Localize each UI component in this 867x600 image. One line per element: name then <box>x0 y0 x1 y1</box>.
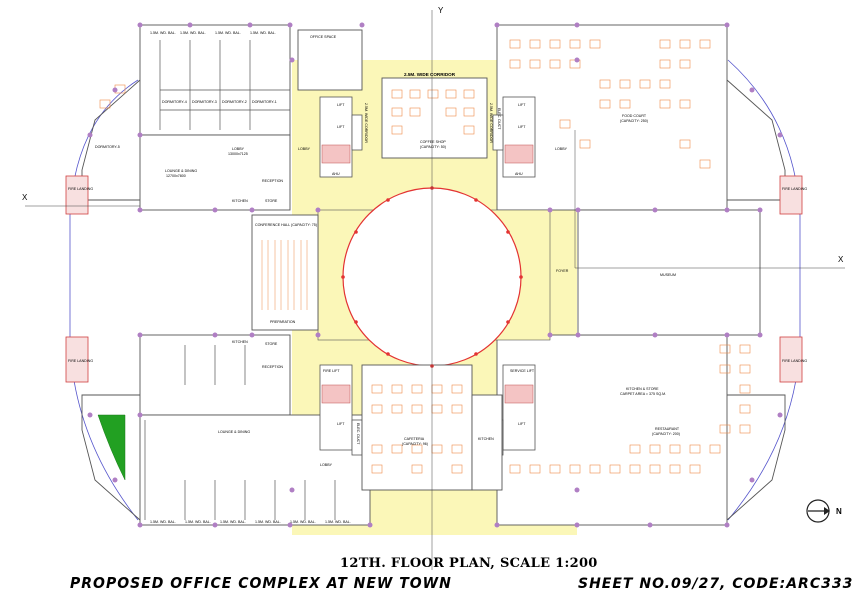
label-bal-2: 1.5M. WD. BAL. <box>180 31 206 35</box>
label-lift5: LIFT <box>337 422 345 426</box>
label-reception-nw: RECEPTION <box>262 179 283 183</box>
label-coffee-cap: (CAPACITY: 50) <box>420 145 446 149</box>
label-service-lift: SERVICE LIFT <box>510 369 535 373</box>
label-foyer: FOYER <box>556 269 569 273</box>
label-bal-9: 1.5M. WD. BAL. <box>290 520 316 524</box>
label-bal-8: 1.5M. WD. BAL. <box>255 520 281 524</box>
label-fire-landing-1: FIRE LANDING <box>68 187 93 191</box>
label-lounge-nw-dim: 12700x7800 <box>166 174 186 178</box>
label-fire-landing-2: FIRE LANDING <box>68 359 93 363</box>
label-elec-duct-n: ELEC. DUCT <box>497 108 501 130</box>
label-kitchen-store-se: KITCHEN & STORE <box>626 387 659 391</box>
label-office-space: OFFICE SPACE <box>310 35 337 39</box>
label-cafeteria: CAFETERIA <box>404 437 425 441</box>
label-fire-lift: FIRE LIFT <box>323 369 340 373</box>
label-reception-sw: RECEPTION <box>262 365 283 369</box>
label-lift3: LIFT <box>337 125 345 129</box>
label-bal-1: 1.5M. WD. BAL. <box>150 31 176 35</box>
axis-y-top: Y <box>438 6 444 15</box>
label-fire-landing-4: FIRE LANDING <box>782 359 807 363</box>
label-bal-5: 1.5M. WD. BAL. <box>150 520 176 524</box>
fire-landings <box>65 175 803 383</box>
label-restaurant-cap: (CAPACITY: 200) <box>652 432 680 436</box>
label-lobby-nw-dim: 13000x7125 <box>228 152 248 156</box>
label-dorm1: DORMITORY-1 <box>252 100 277 104</box>
north-arrow-icon <box>806 499 830 523</box>
label-bal-4: 1.5M. WD. BAL. <box>250 31 276 35</box>
label-carpet-area: CARPET AREA = 375 SQ.M. <box>620 392 666 396</box>
label-lobby-sw: LOBBY <box>320 463 333 467</box>
label-museum: MUSEUM <box>660 273 676 277</box>
sheet-number: SHEET NO.09/27, CODE:ARC333 <box>578 576 854 592</box>
coffee-shop-block <box>381 77 488 159</box>
museum <box>577 209 761 336</box>
label-kitchen-c: KITCHEN <box>478 437 494 441</box>
columns <box>87 22 783 528</box>
label-bal-6: 1.5M. WD. BAL. <box>185 520 211 524</box>
label-bal-10: 1.5M. WD. BAL. <box>325 520 351 524</box>
label-bal-7: 1.5M. WD. BAL. <box>220 520 246 524</box>
label-kitchen-sw: KITCHEN <box>232 340 248 344</box>
label-elec-duct-s: ELEC. DUCT <box>356 423 360 445</box>
label-lobby-c2: LOBBY <box>555 147 568 151</box>
label-lounge-nw: LOUNGE & DINING <box>165 169 197 173</box>
kitchen-central <box>471 394 503 491</box>
label-lobby-c1: LOBBY <box>298 147 311 151</box>
label-preparation: PREPARATION <box>270 320 296 324</box>
office-space-block <box>297 29 363 91</box>
label-store-sw: STORE <box>265 342 278 346</box>
label-lobby-nw: LOBBY <box>232 147 245 151</box>
conference-seats <box>261 240 308 310</box>
label-corridor-left: 2.5M. WIDE CORRIDOR <box>364 103 368 143</box>
project-title: PROPOSED OFFICE COMPLEX AT NEW TOWN <box>70 575 452 593</box>
axis-x-right: X <box>838 255 844 264</box>
label-food-court-cap: (CAPACITY: 250) <box>620 119 648 123</box>
dormitories <box>144 40 336 520</box>
label-lift2: LIFT <box>518 103 526 107</box>
label-ahu1: AHU <box>332 172 340 176</box>
label-food-court: FOOD COURT <box>622 114 647 118</box>
label-dorm2: DORMITORY-2 <box>222 100 247 104</box>
label-lounge-sw: LOUNGE & DINING <box>218 430 250 434</box>
label-conference: CONFERENCE HALL (CAPACITY: 75) <box>255 223 317 227</box>
north-label: N <box>836 507 842 516</box>
cafeteria <box>361 364 473 491</box>
furniture <box>99 39 751 474</box>
stairs-pink <box>321 144 534 404</box>
label-coffee-shop: COFFEE SHOP <box>420 140 446 144</box>
label-dorm4: DORMITORY-4 <box>162 100 187 104</box>
atrium-columns <box>341 186 523 368</box>
label-corridor-top: 2.5M. WIDE CORRIDOR <box>404 72 456 77</box>
lift-cores <box>319 96 536 456</box>
floor-plan-title: 12TH. FLOOR PLAN, SCALE 1:200 <box>340 556 598 571</box>
label-fire-landing-3: FIRE LANDING <box>782 187 807 191</box>
label-lift1: LIFT <box>337 103 345 107</box>
label-dorm3: DORMITORY-3 <box>192 100 217 104</box>
axis-x-left: X <box>22 193 28 202</box>
label-bal-3: 1.5M. WD. BAL. <box>215 31 241 35</box>
label-cafeteria-cap: (CAPACITY: 96) <box>402 442 428 446</box>
label-ahu2: AHU <box>515 172 523 176</box>
green-landscape <box>97 414 126 481</box>
axis-lines <box>25 10 845 570</box>
label-kitchen-nw: KITCHEN <box>232 199 248 203</box>
north-west-wing <box>139 24 291 211</box>
label-dorm5: DORMITORY-5 <box>95 145 120 149</box>
label-corridor-right: 2.5M. WIDE CORRIDOR <box>489 103 493 143</box>
label-restaurant: RESTAURANT <box>655 427 680 431</box>
label-lift6: LIFT <box>518 422 526 426</box>
label-store-nw: STORE <box>265 199 278 203</box>
label-lift4: LIFT <box>518 125 526 129</box>
